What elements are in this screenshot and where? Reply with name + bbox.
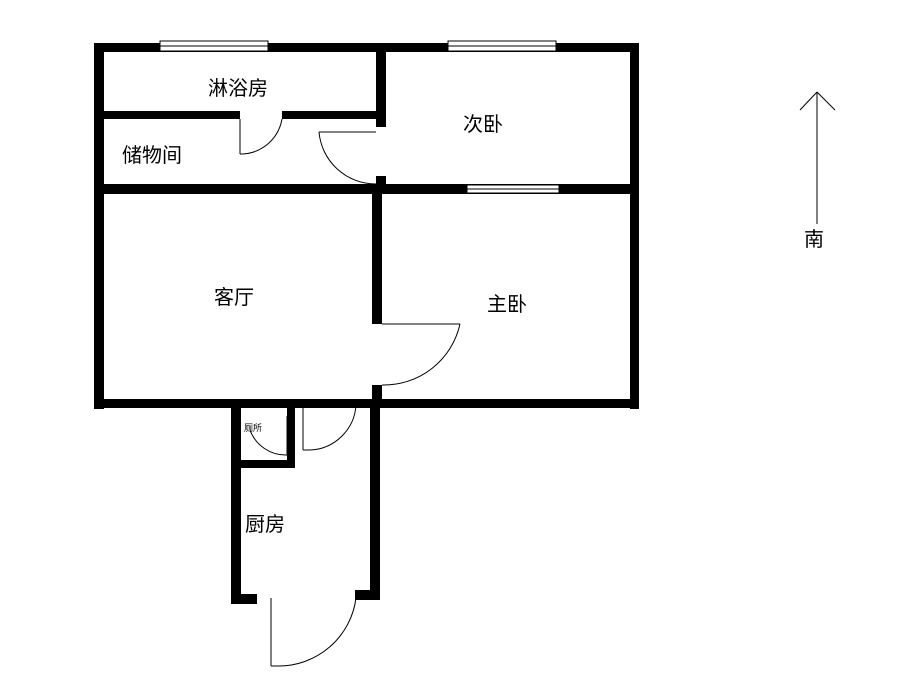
top-windows	[159, 40, 557, 52]
compass-arrow-icon	[799, 91, 836, 224]
compass-label: 南	[804, 227, 824, 251]
room-label-shower: 淋浴房	[208, 76, 268, 100]
annex-doors	[249, 404, 357, 667]
outer-walls	[94, 43, 639, 409]
room-label-toilet: 厕所	[244, 423, 262, 434]
interior-window	[466, 184, 560, 194]
annex-walls	[231, 399, 380, 604]
room-label-storage: 储物间	[122, 143, 182, 167]
door-swings	[239, 118, 461, 386]
interior-walls	[104, 52, 630, 399]
room-label-living-room: 客厅	[214, 285, 254, 309]
room-label-master-bedroom: 主卧	[487, 292, 527, 316]
room-label-second-bedroom: 次卧	[463, 112, 503, 136]
room-label-kitchen: 厨房	[245, 512, 285, 536]
